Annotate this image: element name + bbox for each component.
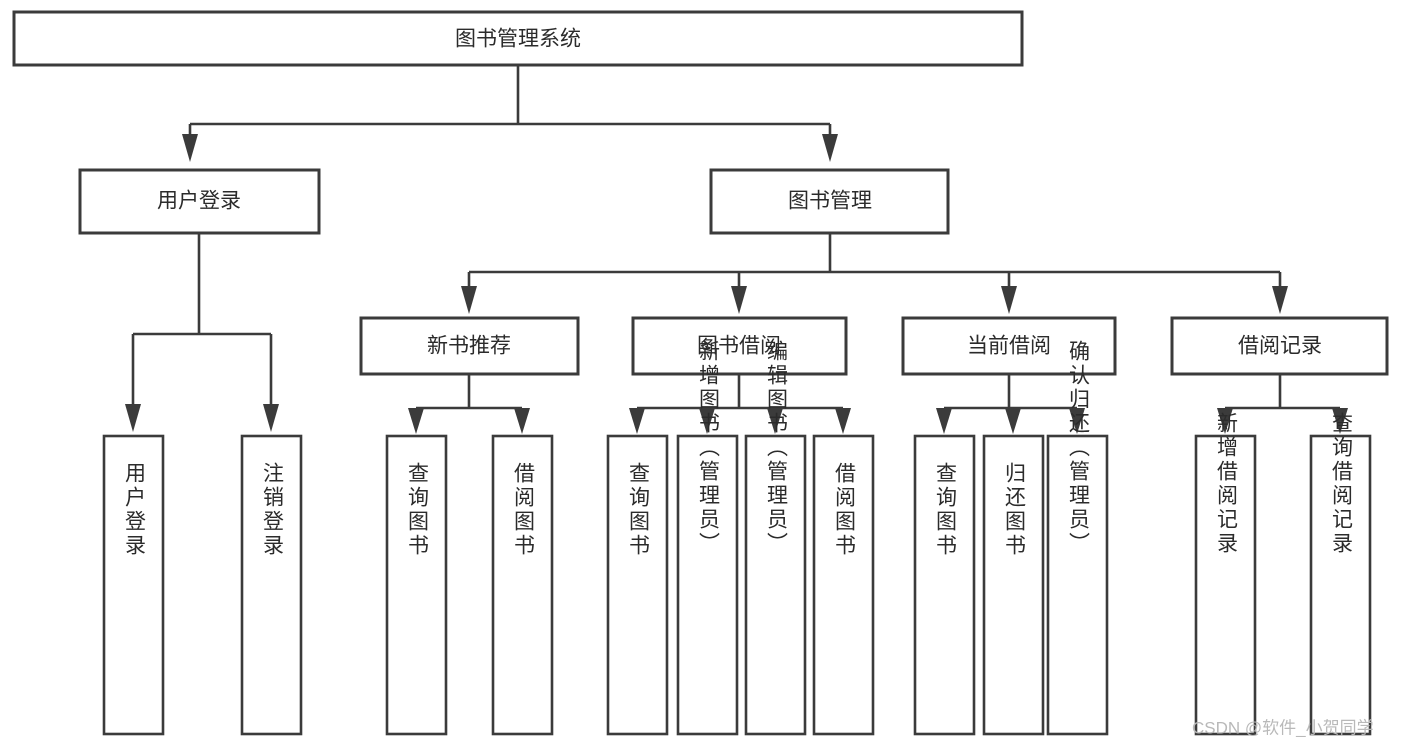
arrow-icon: [1272, 286, 1288, 314]
connector-group-user-login: [125, 233, 279, 432]
leaf-confirm-return-label: 确认归还（管理员）: [1067, 340, 1091, 556]
leaf-edit-book-label: 编辑图书（管理员）: [765, 340, 789, 556]
leaf-add-book-label: 新增图书（管理员）: [697, 340, 721, 556]
node-user-login-box[interactable]: [78, 168, 321, 235]
leaf-borrow-book-2-label: 借阅图书: [833, 462, 857, 558]
node-user-login[interactable]: 用户登录: [78, 168, 321, 235]
leaf-query-book-3-box[interactable]: [913, 434, 976, 736]
leaf-query-book-1-label: 查询图书: [406, 462, 430, 558]
node-current-borrow-label: 当前借阅: [967, 335, 1051, 358]
arrow-icon: [125, 404, 141, 432]
connector-group-book-manage: [461, 233, 1288, 314]
leaf-user-login[interactable]: 用户登录: [102, 434, 165, 736]
leaf-borrow-book-2[interactable]: 借阅图书: [812, 434, 875, 736]
connector-group-book-borrow: [629, 374, 851, 434]
leaf-query-book-3-label: 查询图书: [934, 462, 958, 558]
leaf-confirm-return[interactable]: 确认归还（管理员）: [1046, 340, 1109, 736]
node-current-borrow-box[interactable]: [901, 316, 1117, 376]
connector-group-current-borrow: [936, 374, 1085, 434]
leaf-return-book-box[interactable]: [982, 434, 1045, 736]
leaf-add-book-box[interactable]: [676, 434, 739, 736]
leaf-edit-book[interactable]: 编辑图书（管理员）: [744, 340, 807, 736]
node-borrow-record[interactable]: 借阅记录: [1170, 316, 1389, 376]
arrow-icon: [767, 408, 783, 434]
node-root-box[interactable]: [12, 10, 1024, 67]
watermark: CSDN @软件_小贺同学: [1192, 718, 1374, 737]
connector-group-new-book-recommend: [408, 374, 530, 434]
leaf-user-logout-box[interactable]: [240, 434, 303, 736]
leaf-query-record-box[interactable]: [1309, 434, 1372, 736]
leaf-query-book-2-label: 查询图书: [627, 462, 651, 558]
leaf-add-record-label: 新增借阅记录: [1215, 412, 1239, 556]
connector-group-borrow-record: [1217, 374, 1348, 434]
node-book-manage-box[interactable]: [709, 168, 950, 235]
leaf-user-login-box[interactable]: [102, 434, 165, 736]
leaf-query-book-1[interactable]: 查询图书: [385, 434, 448, 736]
leaf-query-book-2-box[interactable]: [606, 434, 669, 736]
arrow-icon: [514, 408, 530, 434]
leaf-add-book[interactable]: 新增图书（管理员）: [676, 340, 739, 736]
node-borrow-record-box[interactable]: [1170, 316, 1389, 376]
arrow-icon: [408, 408, 424, 434]
node-book-borrow-box[interactable]: [631, 316, 848, 376]
arrow-icon: [835, 408, 851, 434]
node-book-borrow[interactable]: 图书借阅: [631, 316, 848, 376]
connector-group-root: [182, 65, 838, 162]
leaf-query-book-3[interactable]: 查询图书: [913, 434, 976, 736]
arrow-icon: [1069, 408, 1085, 434]
arrow-icon: [263, 404, 279, 432]
arrow-icon: [731, 286, 747, 314]
node-new-book-recommend-label: 新书推荐: [427, 335, 511, 358]
leaf-query-book-2[interactable]: 查询图书: [606, 434, 669, 736]
arrow-icon: [182, 134, 198, 162]
node-borrow-record-label: 借阅记录: [1238, 335, 1322, 358]
arrow-icon: [699, 408, 715, 434]
arrow-icon: [1005, 408, 1021, 434]
arrow-icon: [1217, 408, 1233, 434]
arrow-icon: [629, 408, 645, 434]
node-new-book-recommend-box[interactable]: [359, 316, 580, 376]
node-current-borrow[interactable]: 当前借阅: [901, 316, 1117, 376]
leaf-user-login-label: 用户登录: [123, 462, 147, 558]
leaf-return-book-label: 归还图书: [1003, 462, 1027, 558]
leaf-query-record-label: 查询借阅记录: [1330, 412, 1354, 556]
leaf-borrow-book-1-box[interactable]: [491, 434, 554, 736]
arrow-icon: [822, 134, 838, 162]
leaf-add-record[interactable]: 新增借阅记录: [1194, 412, 1257, 736]
arrow-icon: [461, 286, 477, 314]
leaf-query-book-1-box[interactable]: [385, 434, 448, 736]
node-user-login-label: 用户登录: [157, 190, 241, 213]
leaf-user-logout-label: 注销登录: [261, 462, 285, 558]
leaf-borrow-book-1-label: 借阅图书: [512, 462, 536, 558]
leaf-borrow-book-1[interactable]: 借阅图书: [491, 434, 554, 736]
arrow-icon: [1332, 408, 1348, 434]
leaf-query-record[interactable]: 查询借阅记录: [1309, 412, 1372, 736]
node-book-manage-label: 图书管理: [788, 190, 872, 213]
leaf-add-record-box[interactable]: [1194, 434, 1257, 736]
node-root-label: 图书管理系统: [455, 28, 581, 51]
node-root[interactable]: 图书管理系统: [12, 10, 1024, 67]
node-book-manage[interactable]: 图书管理: [709, 168, 950, 235]
node-book-borrow-label: 图书借阅: [697, 335, 781, 358]
leaf-edit-book-box[interactable]: [744, 434, 807, 736]
leaf-user-logout[interactable]: 注销登录: [240, 434, 303, 736]
arrow-icon: [1001, 286, 1017, 314]
leaf-borrow-book-2-box[interactable]: [812, 434, 875, 736]
leaf-return-book[interactable]: 归还图书: [982, 434, 1045, 736]
node-new-book-recommend[interactable]: 新书推荐: [359, 316, 580, 376]
leaf-confirm-return-box[interactable]: [1046, 434, 1109, 736]
arrow-icon: [936, 408, 952, 434]
